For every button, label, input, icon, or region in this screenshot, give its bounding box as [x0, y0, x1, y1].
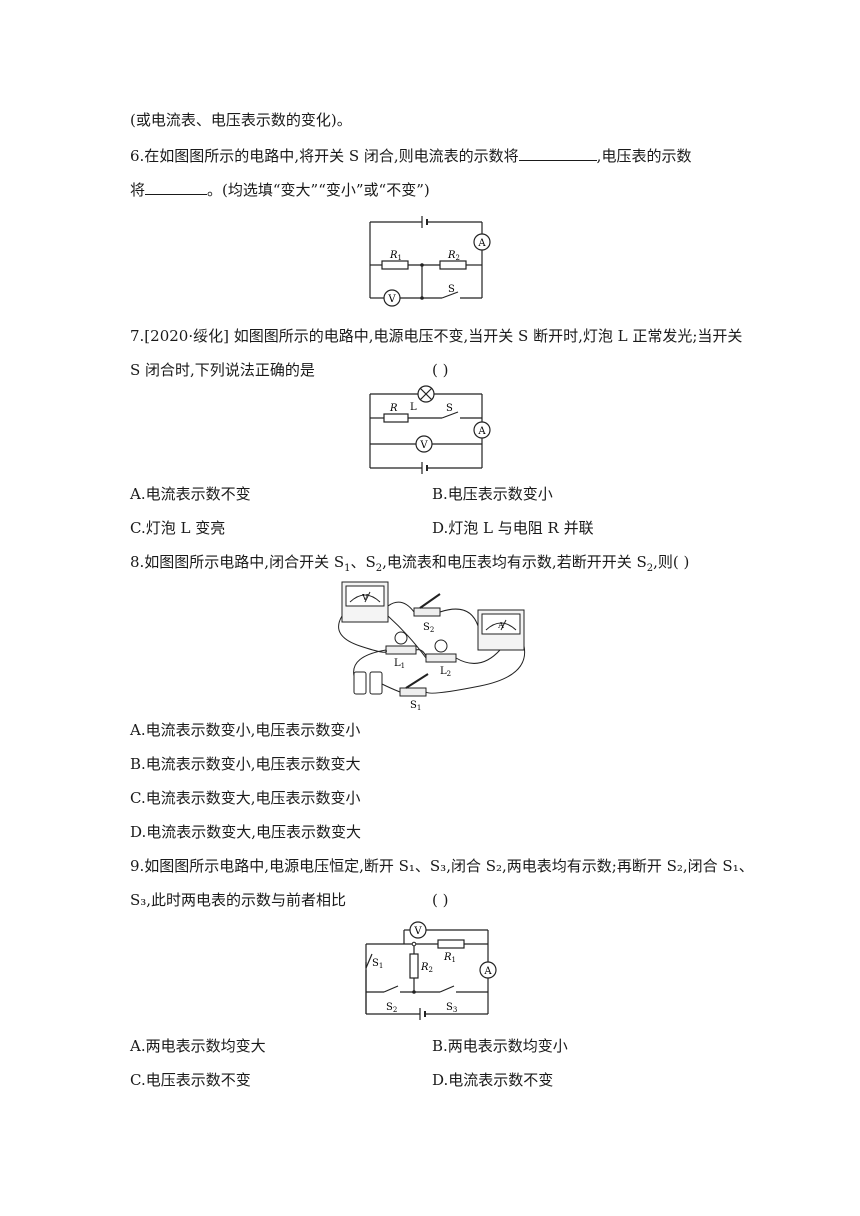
q6-text-a: 6.在如图图所示的电路中,将开关 S 闭合,则电流表的示数将	[130, 147, 519, 165]
q6-voltmeter-label: V	[387, 294, 396, 305]
q9-answer-paren[interactable]: ( )	[432, 891, 449, 909]
q8-ammeter-label: A	[497, 621, 504, 630]
q9-r2-label: R2	[420, 962, 433, 974]
q8-line1: 8.如图图所示电路中,闭合开关 S1、S2,电流表和电压表均有示数,若断开开关 …	[130, 553, 690, 574]
q6-text-d: 。(均选填“变大”“变小”或“不变”)	[207, 181, 430, 199]
q7-line1: 7.[2020·绥化] 如图图所示的电路中,电源电压不变,当开关 S 断开时,灯…	[130, 327, 743, 345]
q9-option-a[interactable]: A.两电表示数均变大	[130, 1037, 266, 1055]
q8-option-a[interactable]: A.电流表示数变小,电压表示数变小	[130, 721, 361, 739]
q9-s3-label: S3	[446, 1002, 457, 1014]
q8-option-c[interactable]: C.电流表示数变大,电压表示数变小	[130, 789, 361, 807]
q7-answer-paren[interactable]: ( )	[432, 361, 449, 379]
q9-ammeter-label: A	[483, 966, 492, 977]
q9-circuit-diagram: V A R1 R2 S1 S2 S3	[365, 921, 497, 1020]
q6-text-b: ,电压表的示数	[596, 147, 692, 165]
q6-text-c: 将	[130, 181, 146, 199]
q7-option-a[interactable]: A.电流表示数不变	[130, 485, 251, 503]
q6-blank2[interactable]	[145, 180, 208, 195]
q7-ammeter-label: A	[477, 426, 486, 437]
q8-l1-label: L1	[394, 658, 405, 670]
q9-s1-label: S1	[372, 958, 383, 970]
q6-circuit-diagram: A V R1 R2 S	[369, 216, 491, 307]
q9-option-d[interactable]: D.电流表示数不变	[432, 1071, 554, 1089]
q6-switch-label: S	[448, 284, 455, 295]
q7-line2: S 闭合时,下列说法正确的是	[130, 361, 315, 379]
q7-option-c[interactable]: C.灯泡 L 变亮	[130, 519, 226, 537]
q7-lamp-label: L	[410, 402, 417, 413]
q9-s2-label: S2	[386, 1002, 397, 1014]
q6-line2: 将 。(均选填“变大”“变小”或“不变”)	[130, 180, 430, 200]
q7-option-d[interactable]: D.灯泡 L 与电阻 R 并联	[432, 519, 594, 537]
q6-ammeter-label: A	[477, 238, 486, 249]
q6-blank1[interactable]	[518, 146, 597, 161]
q9-option-b[interactable]: B.两电表示数均变小	[432, 1037, 568, 1055]
q8-physical-circuit: S2 L1 L2 S1 V A	[338, 581, 526, 710]
q7-resistor-label: R	[389, 403, 398, 414]
q7-circuit-diagram: L R S V A	[369, 385, 491, 474]
q6-line1: 6.在如图图所示的电路中,将开关 S 闭合,则电流表的示数将 ,电压表的示数	[130, 146, 691, 166]
q7-voltmeter-label: V	[419, 440, 428, 451]
q8-option-d[interactable]: D.电流表示数变大,电压表示数变大	[130, 823, 362, 841]
prev-question-tail: (或电流表、电压表示数的变化)。	[130, 111, 352, 129]
q8-l2-label: L2	[440, 666, 451, 678]
q6-r1-label: R1	[389, 250, 402, 262]
q8-voltmeter-label: V	[361, 593, 368, 602]
q9-r1-label: R1	[443, 952, 456, 964]
q8-s1-label: S1	[410, 700, 421, 710]
q7-switch-label: S	[446, 403, 453, 414]
q8-option-b[interactable]: B.电流表示数变小,电压表示数变大	[130, 755, 361, 773]
q8-s2-label: S2	[423, 622, 434, 634]
q9-voltmeter-label: V	[413, 926, 422, 937]
q9-line1: 9.如图图所示电路中,电源电压恒定,断开 S₁、S₃,闭合 S₂,两电表均有示数…	[130, 857, 754, 875]
q9-line2: S₃,此时两电表的示数与前者相比	[130, 891, 347, 909]
q7-option-b[interactable]: B.电压表示数变小	[432, 485, 553, 503]
q9-option-c[interactable]: C.电压表示数不变	[130, 1071, 251, 1089]
q6-r2-label: R2	[447, 250, 460, 262]
